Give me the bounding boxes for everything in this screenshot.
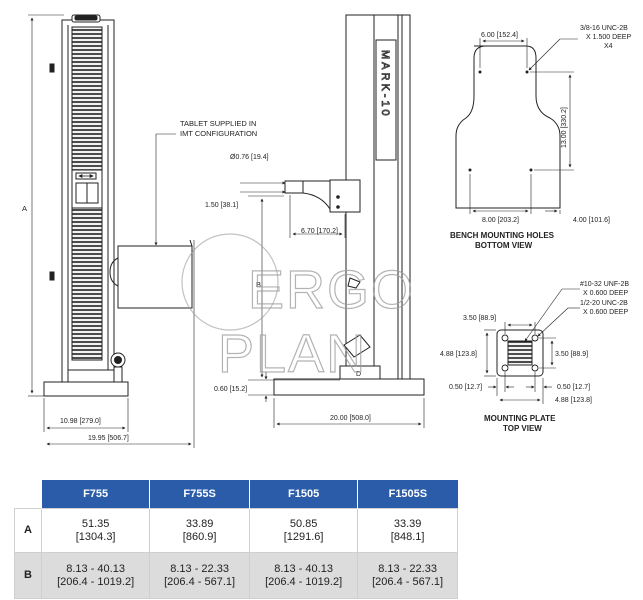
plate-350-top-label: 3.50 [88.9] [463, 315, 496, 322]
cell-value: 8.13 - 22.33 [170, 562, 229, 575]
watermark: ERGO PLAN [181, 233, 415, 385]
height-150-label: 1.50 [38.1] [205, 202, 238, 209]
side-view [273, 14, 425, 396]
plate-hole [531, 364, 539, 372]
cell-value-metric: [206.4 - 1019.2] [265, 575, 343, 588]
plate-dimensions [484, 288, 580, 404]
cell-value-metric: [1304.3] [75, 530, 116, 543]
bench-title-line-2: BOTTOM VIEW [475, 241, 533, 250]
row-label: B [14, 552, 42, 599]
tablet-note-line-1: TABLET SUPPLIED IN [180, 119, 256, 128]
dim-b-label: B [256, 280, 261, 289]
plate-holes [501, 334, 539, 372]
column-header: F755 [40, 480, 150, 509]
table-cell: 8.13 - 40.13[206.4 - 1019.2] [40, 552, 151, 599]
tablet-note-line-2: IMT CONFIGURATION [180, 129, 257, 138]
specification-table: F755 F755S F1505 F1505S A 51.35[1304.3] … [14, 480, 458, 599]
cell-value-metric: [860.9] [182, 530, 217, 543]
side-dimensions [240, 181, 425, 428]
plate-hole [501, 334, 509, 342]
cell-value-metric: [206.4 - 1019.2] [57, 575, 135, 588]
plate-350-right-label: 3.50 [88.9] [555, 351, 588, 358]
plate-488-left-label: 4.88 [123.8] [440, 351, 477, 358]
table-cell: 8.13 - 22.33[206.4 - 567.1] [357, 552, 458, 599]
plate-title-line-2: TOP VIEW [503, 424, 542, 433]
bench-800-label: 8.00 [203.2] [482, 217, 519, 224]
depth-2000-label: 20.00 [508.0] [330, 415, 371, 422]
table-corner [14, 480, 42, 509]
cell-value: 8.13 - 40.13 [66, 562, 125, 575]
cell-value: 8.13 - 40.13 [274, 562, 333, 575]
plate-hole [531, 334, 539, 342]
bench-holes [468, 70, 533, 172]
side-d-label: D [356, 371, 361, 378]
column-header: F1505S [357, 480, 458, 509]
thread-3-line-1: 1/2-20 UNC-2B [580, 300, 628, 307]
column-header: F1505 [248, 480, 358, 509]
bench-hole [468, 168, 472, 172]
reach-670-label: 6.70 [170.2] [301, 228, 338, 235]
front-view [43, 14, 129, 397]
cell-value: 33.89 [185, 517, 214, 530]
dim-a-label: A [22, 204, 27, 213]
cell-value: 51.35 [81, 517, 110, 530]
thread-1-line-3: X4 [604, 43, 613, 50]
bench-hole [478, 70, 482, 74]
thread-1-line-2: X 1.500 DEEP [586, 34, 631, 41]
row-label: A [14, 508, 42, 553]
plate-488-bottom-label: 4.88 [123.8] [555, 397, 592, 404]
table-cell: 8.13 - 40.13[206.4 - 1019.2] [248, 552, 359, 599]
table-cell: 33.89[860.9] [149, 508, 250, 553]
bench-hole [529, 168, 533, 172]
bench-600-label: 6.00 [152.4] [481, 32, 518, 39]
thread-1-line-1: 3/8-16 UNC-2B [580, 25, 628, 32]
base-060-label: 0.60 [15.2] [214, 386, 247, 393]
bench-hole [525, 70, 529, 74]
thread-2-line-2: X 0.600 DEEP [583, 290, 628, 297]
plate-title-line-1: MOUNTING PLATE [484, 414, 556, 423]
plate-050-left-label: 0.50 [12.7] [449, 384, 482, 391]
shaft-diameter-label: Ø0.76 [19.4] [230, 154, 269, 161]
table-header-row: F755 F755S F1505 F1505S [14, 480, 458, 509]
width-1995-label: 19.95 [506.7] [88, 435, 129, 442]
bench-dimensions [469, 38, 578, 214]
cell-value-metric: [206.4 - 567.1] [372, 575, 444, 588]
plate-hole [501, 364, 509, 372]
plate-050-right-label: 0.50 [12.7] [557, 384, 590, 391]
cell-value: 8.13 - 22.33 [378, 562, 437, 575]
thread-3-line-2: X 0.600 DEEP [583, 309, 628, 316]
table-cell: 33.39[848.1] [357, 508, 458, 553]
table-cell: 8.13 - 22.33[206.4 - 567.1] [149, 552, 250, 599]
front-dimensions [28, 14, 195, 448]
bench-title-line-1: BENCH MOUNTING HOLES [450, 231, 555, 240]
cell-value-metric: [848.1] [390, 530, 425, 543]
width-1098-label: 10.98 [279.0] [60, 418, 101, 425]
watermark-line-1: ERGO [248, 260, 415, 320]
table-row: A 51.35[1304.3] 33.89[860.9] 50.85[1291.… [14, 508, 458, 553]
bench-400-label: 4.00 [101.6] [573, 217, 610, 224]
table-row: B 8.13 - 40.13[206.4 - 1019.2] 8.13 - 22… [14, 552, 458, 599]
cell-value: 33.39 [393, 517, 422, 530]
cell-value-metric: [206.4 - 567.1] [164, 575, 236, 588]
tablet [109, 239, 193, 309]
cell-value-metric: [1291.6] [283, 530, 324, 543]
table-cell: 51.35[1304.3] [40, 508, 151, 553]
column-header: F755S [149, 480, 250, 509]
mark-10-logo: MARK-10 [379, 50, 391, 119]
bench-1300-label: 13.00 [330.2] [561, 107, 568, 148]
table-cell: 50.85[1291.6] [248, 508, 359, 553]
bench-outline [455, 45, 561, 209]
thread-2-line-1: #10-32 UNF-2B [580, 281, 629, 288]
watermark-line-2: PLAN [218, 324, 367, 384]
cell-value: 50.85 [289, 517, 318, 530]
mounting-plate [496, 329, 544, 377]
